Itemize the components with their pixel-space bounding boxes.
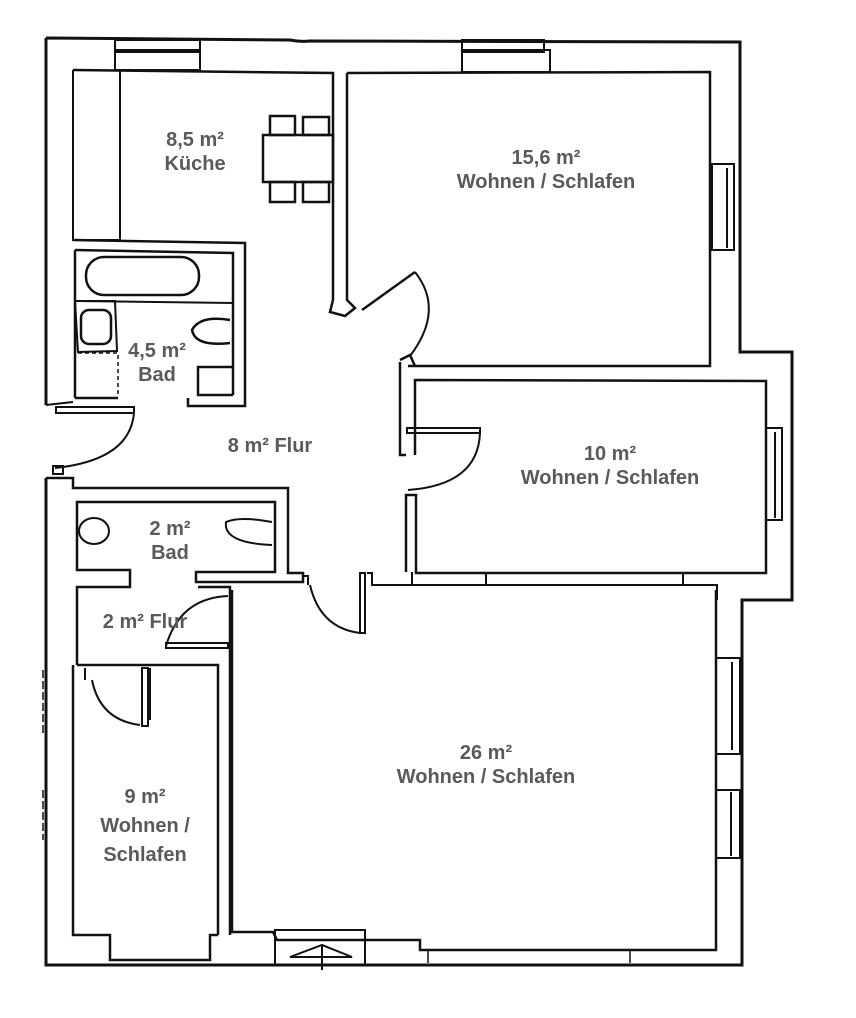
room-name-line2: Schlafen — [103, 844, 187, 866]
dining-table-icon — [261, 114, 335, 204]
windows-room-26 — [715, 657, 741, 859]
door-bathroom-4-5 — [45, 401, 135, 475]
bathroom-4-5 — [73, 248, 235, 400]
room-area: 26 m² — [459, 742, 513, 764]
room-10-walls — [373, 362, 768, 600]
room-26-walls — [230, 590, 718, 970]
room-label-bad-2: 2 m² Bad — [130, 517, 210, 565]
room-label-15-6: 15,6 m² Wohnen / Schlafen — [416, 146, 676, 194]
room-label-9: 9 m² Wohnen / Schlafen — [75, 783, 215, 870]
room-label-flur-2: 2 m² Flur — [80, 610, 210, 634]
door-room-9 — [42, 667, 151, 840]
door-bathroom-2 — [165, 595, 229, 649]
room-area: 9 m² — [124, 786, 166, 808]
lower-left-walls — [44, 476, 305, 965]
room-area: 15,6 m² — [511, 147, 581, 169]
toilet-icon — [190, 317, 231, 345]
bathroom-2 — [78, 517, 273, 546]
room-area: 2 m² Flur — [102, 611, 188, 633]
toilet-icon-2 — [224, 518, 273, 546]
room-area: 2 m² — [149, 518, 191, 540]
room-area: 10 m² — [583, 443, 637, 465]
room-area: 8 m² Flur — [227, 435, 313, 457]
room-label-kueche: 8,5 m² Küche — [140, 128, 250, 176]
door-room-26 — [303, 572, 413, 634]
room-label-flur-8: 8 m² Flur — [200, 434, 340, 458]
room-name: Wohnen / Schlafen — [456, 171, 636, 193]
room-name: Wohnen / — [100, 815, 190, 837]
room-label-10: 10 m² Wohnen / Schlafen — [480, 442, 740, 490]
room-name: Wohnen / Schlafen — [520, 467, 700, 489]
room-label-26: 26 m² Wohnen / Schlafen — [356, 741, 616, 789]
room-area: 8,5 m² — [166, 129, 224, 151]
bathtub-icon — [84, 255, 201, 297]
window-room-10 — [765, 427, 783, 521]
room-label-bad-4-5: 4,5 m² Bad — [112, 339, 202, 387]
room-area: 4,5 m² — [128, 340, 186, 362]
window-kitchen-top — [114, 39, 551, 73]
sink-icon-2 — [78, 517, 110, 545]
door-room-15-6 — [328, 73, 430, 367]
window-room-15-6 — [711, 163, 735, 251]
room-name: Bad — [138, 364, 176, 386]
room-name: Küche — [164, 153, 226, 175]
sink-icon — [79, 308, 113, 346]
room-name: Bad — [151, 542, 189, 564]
room-name: Wohnen / Schlafen — [396, 766, 576, 788]
